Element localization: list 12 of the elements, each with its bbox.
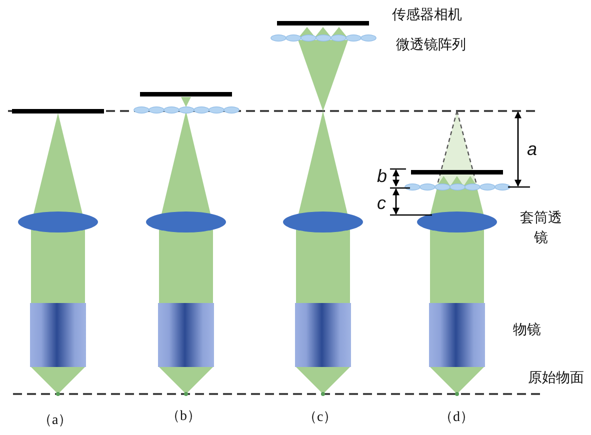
panel-label: （a）	[38, 413, 72, 430]
component-label: 微透镜阵列	[396, 37, 466, 54]
component-label: 物镜	[513, 322, 541, 339]
component-label: 原始物面	[528, 370, 584, 387]
component-label: 套筒透镜	[519, 209, 563, 248]
dimension-label: c	[377, 194, 386, 212]
dimension-label: a	[527, 140, 538, 158]
panel-label: （b）	[166, 409, 201, 426]
panel-label: （c）	[303, 410, 338, 427]
dimension-label: b	[377, 167, 388, 185]
panel-label: （d）	[439, 410, 474, 427]
component-label: 传感器相机	[392, 7, 462, 24]
